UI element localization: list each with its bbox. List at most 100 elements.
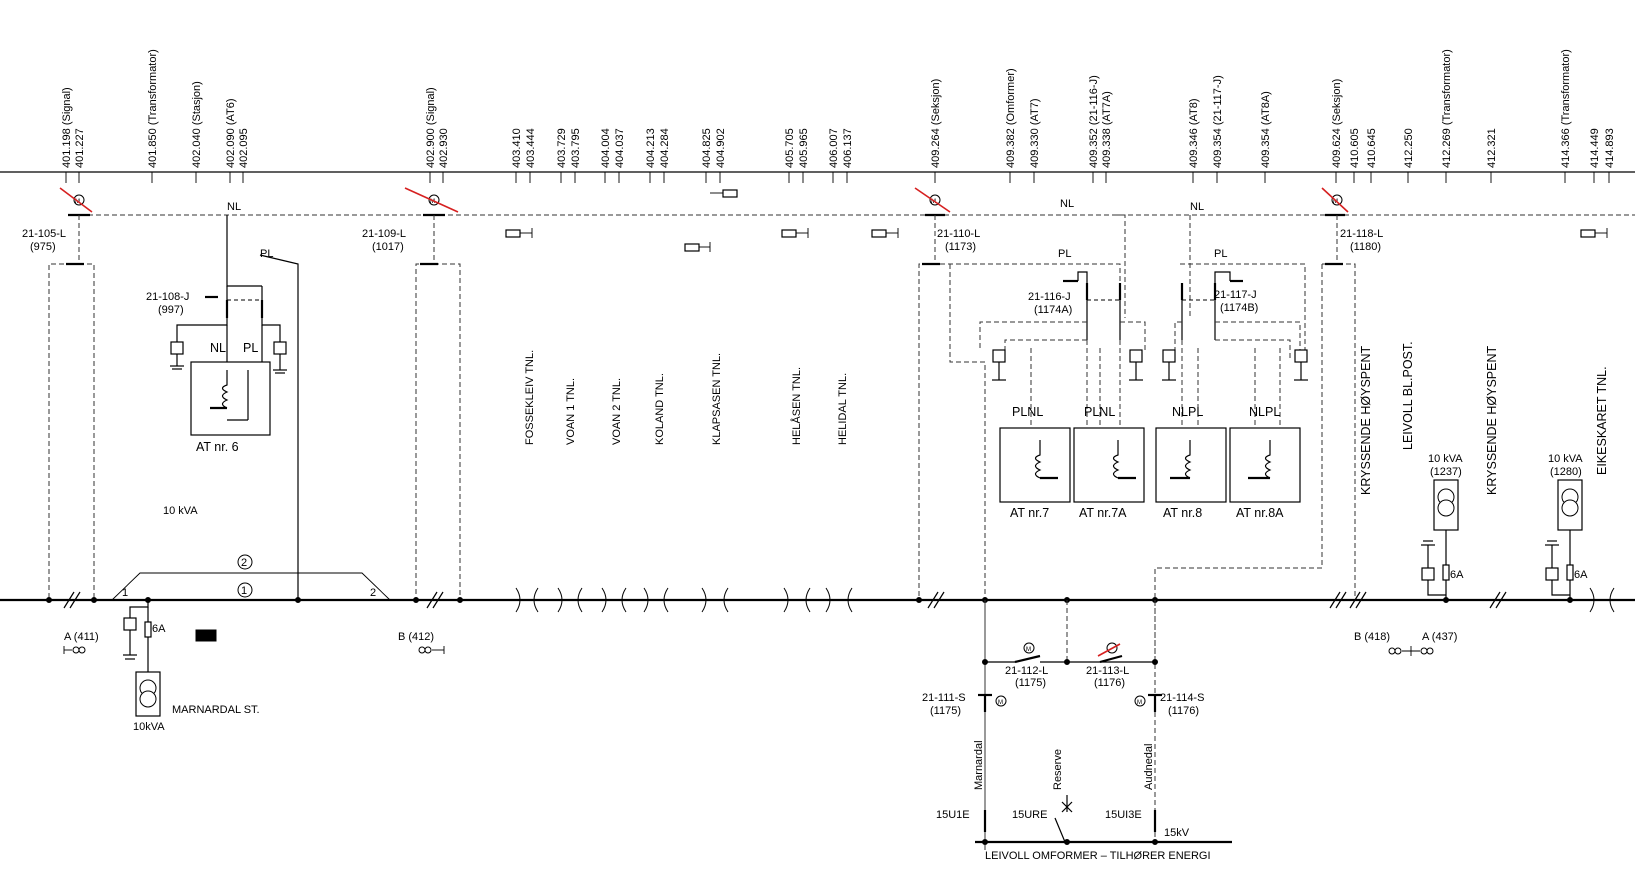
wire-label-pl: PL	[1214, 248, 1227, 260]
wire-label-plnl: PLNL	[1084, 405, 1115, 419]
km-marker-label: 402.040 (Stasjon)	[191, 81, 203, 168]
km-marker: 409.352 (21-116-J)	[1088, 75, 1100, 183]
kva-rating: 10 kVA	[1428, 453, 1463, 465]
km-marker: 406.007	[828, 128, 840, 183]
km-marker: 414.893	[1604, 128, 1616, 183]
transformer-1237: 10 kVA (1237) 6A	[1421, 453, 1464, 598]
tunnel-label: KLAPSASEN TNL.	[711, 353, 723, 445]
km-marker-label: 409.338 (AT7A)	[1101, 91, 1113, 168]
feeder-loop-118	[1154, 215, 1356, 660]
substation-feeders: M 21-112-L (1175) 21-113-L (1176) M M 21…	[922, 600, 1232, 862]
kva-label: 10kVA	[133, 721, 165, 733]
km-marker: 406.137	[842, 128, 854, 183]
motor-label: M	[430, 199, 435, 205]
fuse-label: 6A	[1450, 569, 1464, 581]
feeder-label: Audnedal	[1143, 744, 1155, 791]
kva-num: (1237)	[1430, 466, 1462, 478]
tunnel-label: HELIDAL TNL.	[837, 373, 849, 445]
km-marker: 403.410	[511, 128, 523, 183]
fuse-label: 6A	[1574, 569, 1588, 581]
switch-label-num: (1180)	[1350, 241, 1381, 253]
voltage-label: 15kV	[1164, 827, 1190, 839]
km-marker-label: 409.382 (Omformer)	[1005, 68, 1017, 168]
switch-label-num: (1176)	[1094, 677, 1125, 689]
feeder-label: Marnardal	[973, 740, 985, 790]
km-marker-label: 401.198 (Signal)	[61, 87, 73, 168]
km-marker-label: 409.354 (AT8A)	[1260, 91, 1272, 168]
km-marker-label: 406.137	[842, 128, 854, 168]
switch-label-num: (997)	[158, 304, 184, 316]
section-switch-1: M	[59, 187, 93, 213]
track-number: 1	[241, 585, 247, 597]
switch-label-id: 21-113-L	[1086, 665, 1129, 677]
at8-box	[1155, 427, 1227, 503]
km-marker-label: 412.269 (Transformator)	[1441, 49, 1453, 168]
feeder-loop-109	[415, 215, 461, 598]
km-marker: 404.902	[715, 128, 727, 183]
track-end-label: 1	[122, 587, 128, 599]
at7-label: AT nr.7	[1010, 506, 1049, 520]
switch-label-id: 21-116-J	[1028, 291, 1071, 303]
substation-label: LEIVOLL OMFORMER – TILHØRER ENERGI	[985, 850, 1211, 862]
track-number: 2	[241, 557, 247, 569]
track-end-label: 2	[370, 587, 376, 599]
km-marker: 404.213	[645, 128, 657, 183]
tunnel-label: VOAN 2 TNL.	[611, 378, 623, 445]
at7a-label: AT nr.7A	[1079, 506, 1127, 520]
km-marker: 402.090 (AT6)	[225, 98, 237, 183]
section-label: B (412)	[398, 631, 434, 643]
switch-label-num: (1175)	[1015, 677, 1046, 689]
km-marker-label: 414.449	[1589, 128, 1601, 168]
wire-label-pl: PL	[260, 248, 273, 260]
switch-label-id: 21-117-J	[1214, 289, 1257, 301]
section-switch-4: M	[1321, 187, 1349, 213]
feeder-breaker-label: 15U1E	[936, 809, 970, 821]
km-marker-label: 404.902	[715, 128, 727, 168]
km-marker-label: 405.965	[798, 128, 810, 168]
section-label: A (437)	[1422, 631, 1457, 643]
tunnel-label: KOLAND TNL.	[654, 373, 666, 445]
marnardal-transformer: 6A 10kVA MARNARDAL ST.	[123, 600, 260, 733]
km-marker: 405.965	[798, 128, 810, 183]
switch-label-id: 21-110-L	[937, 228, 980, 240]
km-marker-label: 402.900 (Signal)	[425, 87, 437, 168]
km-marker: 404.004	[600, 128, 612, 183]
tunnel-label: EIKESKARET TNL.	[1595, 366, 1609, 475]
km-marker: 410.605	[1349, 128, 1361, 183]
km-marker: 409.346 (AT8)	[1188, 98, 1200, 183]
km-marker-label: 410.605	[1349, 128, 1361, 168]
km-marker-label: 409.354 (21-117-J)	[1212, 75, 1224, 168]
km-marker: 410.645	[1366, 128, 1378, 183]
at6-box	[190, 361, 271, 436]
motor-label: M	[1137, 700, 1142, 706]
at8a-label: AT nr.8A	[1236, 506, 1284, 520]
motor-label: M	[998, 700, 1003, 706]
km-marker-label: 401.227	[74, 128, 86, 168]
section-label: A (411)	[64, 631, 99, 643]
km-marker: 402.040 (Stasjon)	[191, 81, 203, 183]
km-marker-label: 403.410	[511, 128, 523, 168]
km-marker-label: 404.037	[614, 128, 626, 168]
km-marker: 402.095	[238, 128, 250, 183]
km-marker: 405.705	[784, 128, 796, 183]
km-marker: 403.729	[556, 128, 568, 183]
fuse-label: 6A	[152, 623, 166, 635]
wire-label-nlpl: NLPL	[1172, 405, 1203, 419]
switch-label-id: 21-118-L	[1340, 228, 1383, 240]
at8-block: PL NLPL NLPL AT nr.8 AT nr.8A	[1155, 215, 1308, 520]
km-marker-label: 401.850 (Transformator)	[147, 49, 159, 168]
km-marker: 403.795	[570, 128, 582, 183]
at7-box	[999, 427, 1071, 503]
switch-label-num: (1173)	[945, 241, 976, 253]
wire-label-nl: NL	[227, 201, 241, 213]
feeder-breaker-label: 15UI3E	[1105, 809, 1142, 821]
km-marker: 403.444	[525, 128, 537, 183]
km-marker: 409.330 (AT7)	[1029, 98, 1041, 183]
km-marker-label: 405.705	[784, 128, 796, 168]
kva-rating: 10 kVA	[1548, 453, 1583, 465]
station-label: MARNARDAL ST.	[172, 704, 260, 716]
switch-label-num: (1017)	[372, 241, 404, 253]
switch-label-num: (1174A)	[1034, 304, 1072, 316]
switch-label-num: (1176)	[1168, 705, 1199, 717]
km-marker-label: 402.090 (AT6)	[225, 98, 237, 168]
